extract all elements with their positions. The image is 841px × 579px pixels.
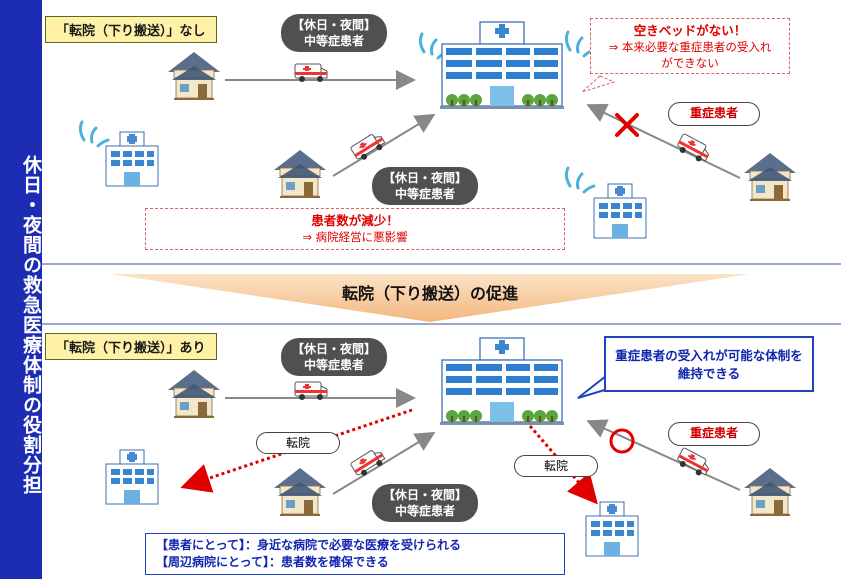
transfer-label-left: 転院 bbox=[256, 432, 340, 454]
arrow-house2-to-hospital-bottom bbox=[332, 431, 436, 495]
hospital-large-icon bbox=[439, 21, 565, 110]
ambulance-icon bbox=[349, 130, 388, 164]
section-divider-bottom bbox=[42, 323, 841, 325]
impact-note: 患者数が減少！ ⇒ 病院経営に悪影響 bbox=[145, 208, 565, 250]
impact-body: ⇒ 病院経営に悪影響 bbox=[302, 230, 408, 244]
section-divider-top bbox=[42, 263, 841, 265]
patient-tag: 【休日・夜間】 中等症患者 bbox=[372, 484, 478, 522]
house-icon bbox=[273, 149, 327, 199]
house-icon bbox=[167, 51, 221, 101]
warning-title: 空きベッドがない！ bbox=[633, 23, 747, 38]
sidebar bbox=[0, 0, 42, 579]
section-label-without-transfer: 「転院（下り搬送）」なし bbox=[45, 16, 217, 43]
serious-patient-label: 重症患者 bbox=[668, 102, 760, 126]
house-icon bbox=[743, 467, 797, 517]
ambulance-icon bbox=[674, 132, 713, 165]
house-icon bbox=[273, 467, 327, 517]
warning-bubble: 空きベッドがない！ ⇒ 本来必要な重症患者の受入れができない bbox=[590, 18, 790, 74]
accepted-circle-icon bbox=[609, 428, 635, 454]
splash-icon bbox=[564, 166, 596, 194]
warning-bubble-tail bbox=[581, 75, 616, 93]
transfer-arrow-left bbox=[180, 408, 413, 493]
hospital-large-icon bbox=[439, 337, 565, 426]
promotion-banner-text: 転院（下り搬送）の促進 bbox=[341, 284, 518, 303]
benefits-box: 【患者にとって】：身近な病院で必要な医療を受けられる 【周辺病院にとって】：患者… bbox=[145, 533, 565, 575]
house-icon bbox=[743, 152, 797, 202]
ambulance-icon bbox=[674, 446, 713, 479]
arrow-house2-to-hospital-top bbox=[332, 113, 436, 177]
sidebar-title: 休日・夜間の救急医療体制の役割分担 bbox=[20, 155, 42, 495]
hospital-small-icon bbox=[105, 131, 159, 187]
capacity-bubble: 重症患者の受入れが可能な体制を維持できる bbox=[604, 336, 814, 392]
splash-icon bbox=[78, 120, 110, 148]
serious-patient-label: 重症患者 bbox=[668, 422, 760, 446]
warning-body: ⇒ 本来必要な重症患者の受入れができない bbox=[608, 40, 772, 70]
patient-tag: 【休日・夜間】 中等症患者 bbox=[281, 338, 387, 376]
benefit-patient: 【患者にとって】：身近な病院で必要な医療を受けられる bbox=[156, 538, 462, 552]
impact-title: 患者数が減少！ bbox=[311, 213, 399, 228]
arrow-serious-to-hospital-top bbox=[586, 103, 741, 179]
blocked-x-icon bbox=[615, 113, 639, 137]
ambulance-icon bbox=[349, 446, 388, 480]
benefit-hospital: 【周辺病院にとって】：患者数を確保できる bbox=[156, 555, 389, 569]
section-label-with-transfer: 「転院（下り搬送）」あり bbox=[45, 333, 217, 360]
hospital-small-icon bbox=[105, 449, 159, 505]
hospital-small-icon bbox=[593, 183, 647, 239]
house-icon bbox=[167, 369, 221, 419]
patient-tag: 【休日・夜間】 中等症患者 bbox=[372, 167, 478, 205]
promotion-banner-arrow bbox=[110, 274, 750, 322]
hospital-small-icon bbox=[585, 501, 639, 557]
patient-tag: 【休日・夜間】 中等症患者 bbox=[281, 14, 387, 52]
transfer-label-right: 転院 bbox=[514, 455, 598, 477]
